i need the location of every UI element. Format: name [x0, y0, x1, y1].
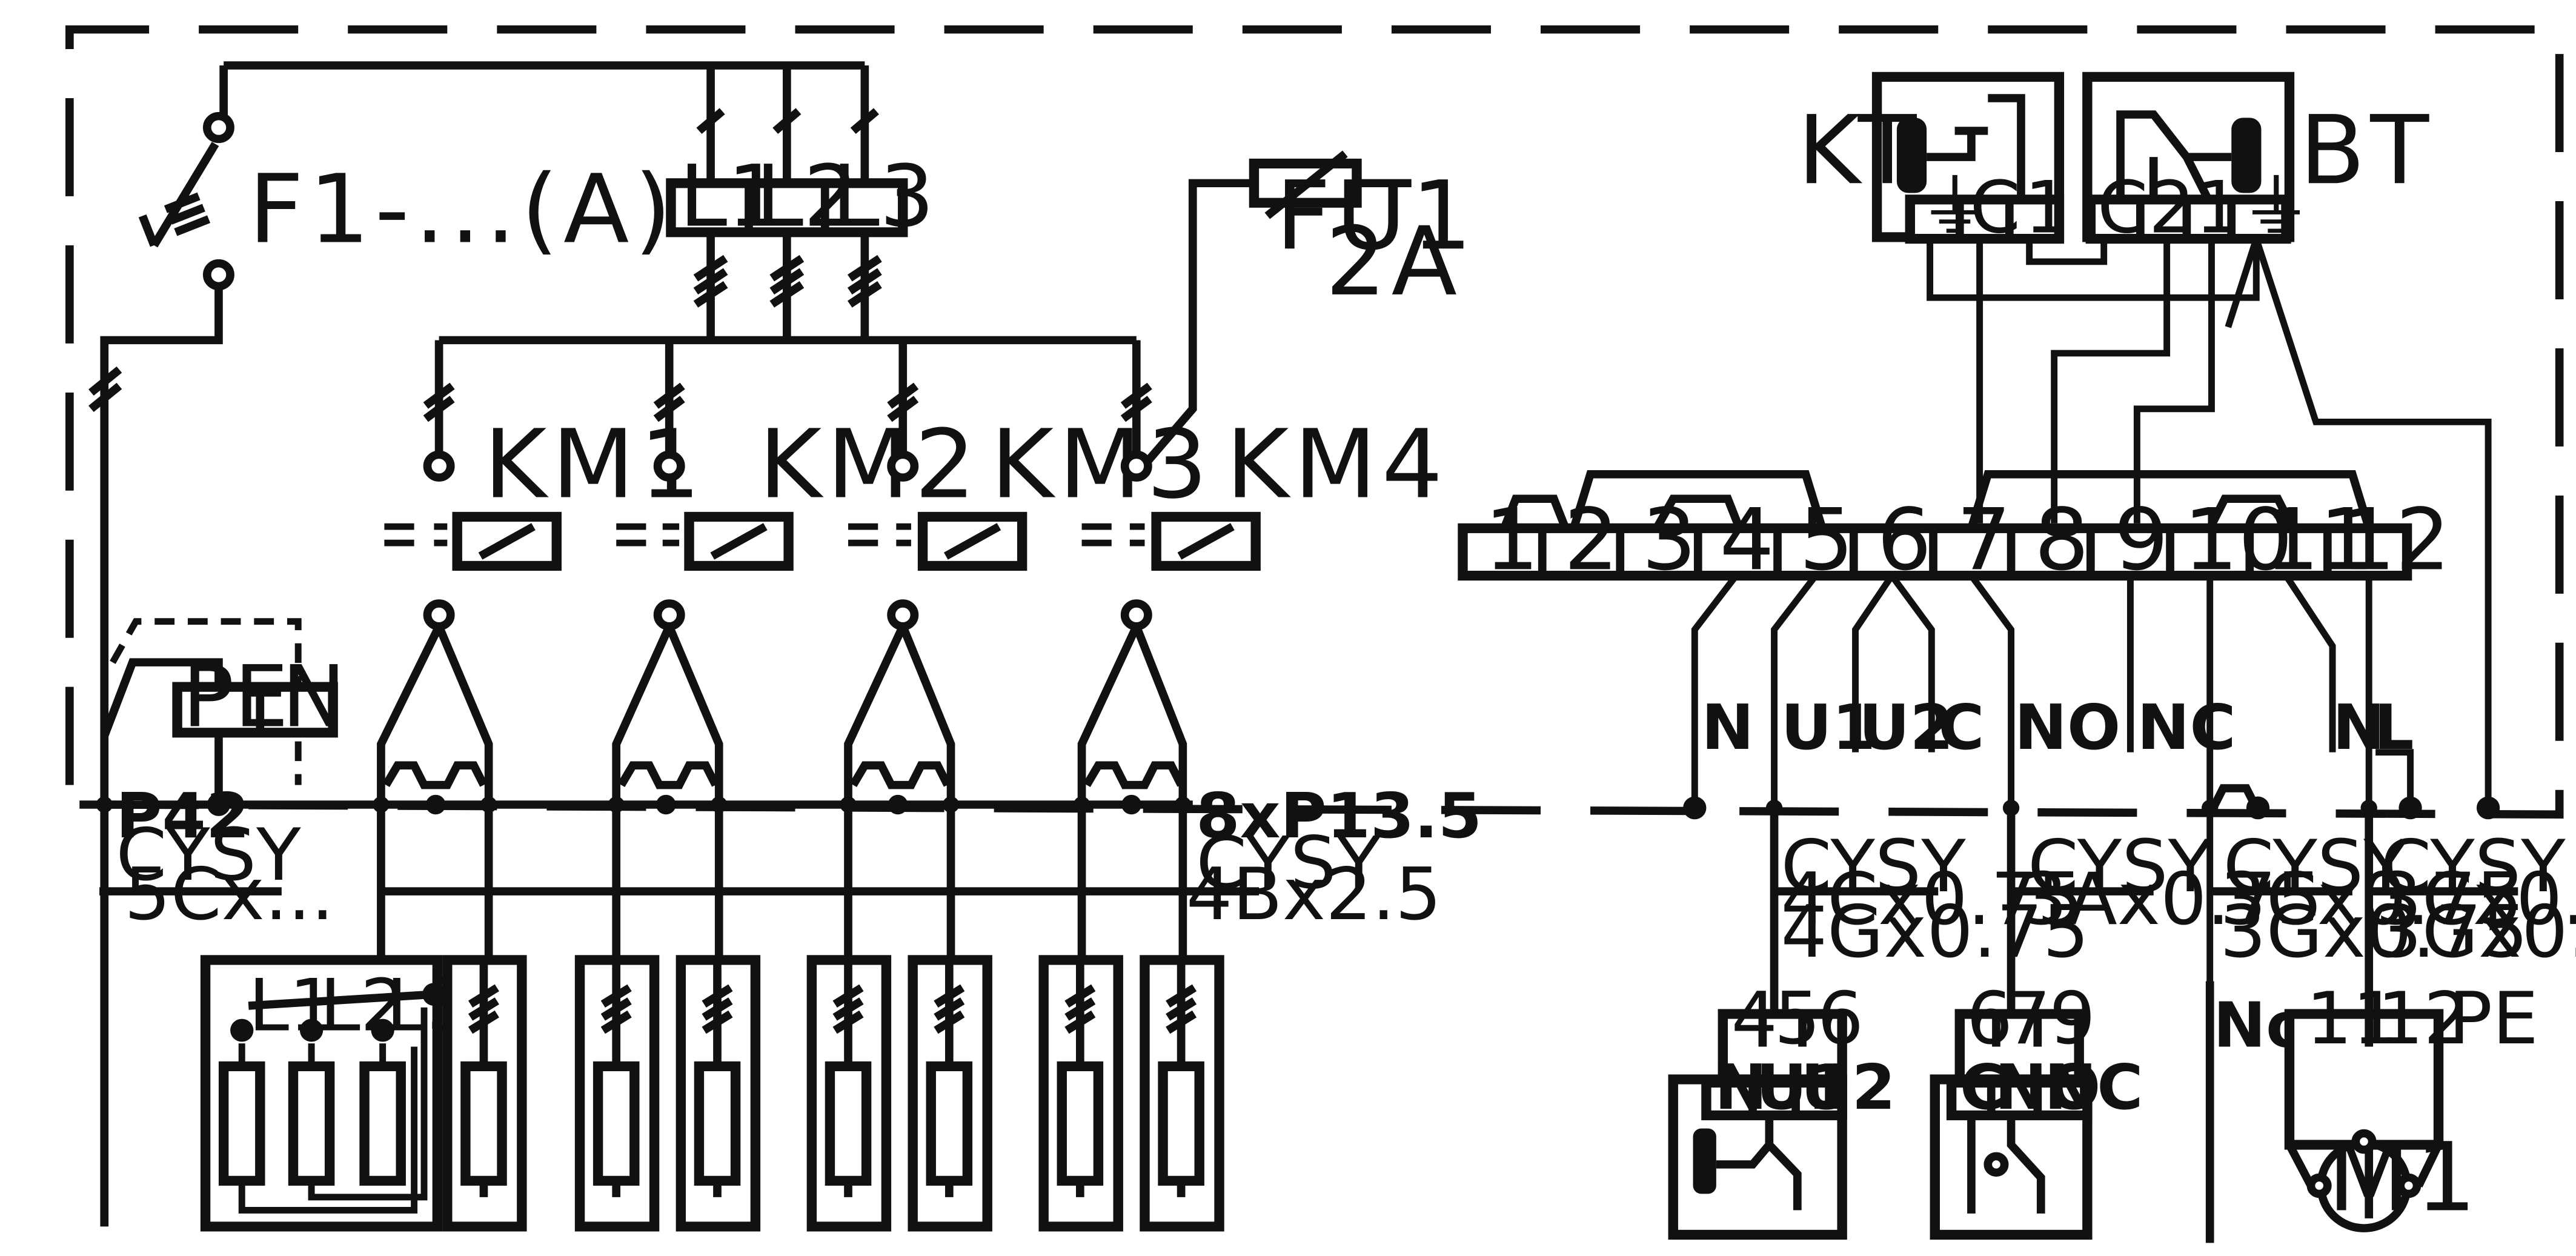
cable-c1-spec2: 4Gx0.75 — [1781, 891, 2089, 974]
strip-terminal-6: 6 — [1877, 491, 1931, 590]
bt-terminal-ground: ⏚ — [2240, 166, 2312, 250]
device1-terminal-n: N — [1715, 1052, 1767, 1124]
device1-terminal-u1: U1 — [1756, 1052, 1851, 1124]
kt-label: KT — [1798, 96, 1922, 206]
cable-c4-spec1: 3Cx0.75 — [2375, 858, 2576, 942]
motor-m1: No 11 12 PE M1 — [2213, 977, 2538, 1233]
kt-terminal-1: 1 — [2024, 166, 2071, 250]
tap-u1: U1 — [1781, 692, 1876, 764]
cable-c1-type: CYSY — [1781, 825, 1966, 909]
device2-number-7: 7 — [2005, 977, 2051, 1061]
tap-l: L — [2374, 692, 2414, 764]
bt-label: BT — [2299, 96, 2434, 206]
fu1-label: FU1 — [1275, 161, 1477, 271]
device1-number-6: 6 — [1817, 977, 1864, 1061]
supply-terminals: L1 L2 L3 — [439, 65, 1137, 345]
strip-terminal-12: 12 — [2341, 491, 2451, 590]
thermostat-wiring — [1927, 238, 2492, 815]
device1-number-5: 5 — [1774, 977, 1821, 1061]
bt-terminal-1: 1 — [2195, 166, 2242, 250]
strip-terminal-2: 2 — [1564, 491, 1618, 590]
tap-n2: N — [2332, 692, 2385, 764]
contactor-km3: KM3 — [844, 340, 1212, 965]
n-terminal: N — [282, 648, 346, 746]
thermostat-bt: C 2 1 ⏚ BT — [2082, 71, 2434, 250]
cable-c2-spec: 3Ax0.75 — [2021, 858, 2323, 942]
thermostat-kt: ⏚ C 1 KT — [1798, 71, 2071, 250]
tap-no: NO — [2014, 692, 2120, 764]
main-breaker-f1: F1-...(A) — [88, 61, 865, 805]
cable-c1-spec1: 4Cx0.75 — [1781, 858, 2083, 942]
device1-terminal-u2: U2 — [1801, 1052, 1896, 1124]
strip-terminal-8: 8 — [2034, 491, 2089, 590]
cable-c4-spec2: 3Gx0.75 — [2375, 891, 2576, 974]
contactor-km2: KM2 — [612, 340, 980, 965]
km4-label: KM4 — [1226, 410, 1447, 520]
strip-terminal-10: 10 — [2183, 491, 2293, 590]
motor-number-12: 12 — [2377, 977, 2470, 1061]
pe-n-terminal-block: PE N — [100, 618, 346, 816]
cable-c3-type: CYSY — [2223, 825, 2409, 909]
f1-label: F1-...(A) — [248, 155, 677, 265]
bt-terminal-2: 2 — [2149, 166, 2196, 250]
motor-pe-label: PE — [2448, 977, 2538, 1061]
fuse-fu1: FU1 2A — [1133, 150, 1477, 477]
device2-terminal-no: NO — [1994, 1052, 2100, 1124]
cable-annotations: CYSY 4Cx0.75 4Gx0.75 CYSY 3Ax0.75 CYSY 3… — [1781, 825, 2576, 974]
busbars: P42 8xP13.5 CYSY 5Cx... CYSY 4Bx2.5 — [79, 780, 1482, 1227]
cable-c2-type: CYSY — [2028, 825, 2213, 909]
cable-heater-type: CYSY — [1196, 822, 1381, 905]
tap-n: N — [1701, 692, 1754, 764]
device-2: 6 7 9 C NO NC — [1930, 977, 2143, 1240]
strip-terminal-5: 5 — [1799, 491, 1854, 590]
device2-number-6: 6 — [1967, 977, 2013, 1061]
terminal-strip: 1 2 3 4 5 6 7 8 9 10 11 12 — [1458, 470, 2451, 590]
bt-terminal-c: C — [2097, 166, 2148, 250]
p13-label: 8xP13.5 — [1196, 780, 1482, 852]
contactor-km4: KM4 — [1077, 340, 1447, 965]
device2-terminal-nc: NC — [2044, 1052, 2143, 1124]
cable-left-spec: 5Cx... — [124, 853, 334, 937]
cable-c4-type: CYSY — [2380, 825, 2566, 909]
cable-c3-spec2: 3Gx0.75 — [2220, 891, 2528, 974]
tap-nc: NC — [2137, 692, 2236, 764]
tap-u2: U2 — [1859, 692, 1954, 764]
km2-label: KM2 — [759, 410, 980, 520]
supply-terminal-l3: L3 — [832, 147, 935, 246]
p42-label: P42 — [116, 780, 250, 852]
kt-terminal-c: C — [1970, 166, 2020, 250]
cable-left-type: CYSY — [116, 814, 301, 897]
supply-hash-marks — [693, 254, 882, 308]
cable-heater-spec: 4Bx2.5 — [1186, 853, 1442, 937]
supply-terminal-l1: L1 — [679, 147, 782, 246]
enclosure-boundary — [65, 25, 2564, 819]
device-1: 4 5 6 N U1 U2 — [1668, 977, 1896, 1240]
motor-number-11: 11 — [2306, 977, 2398, 1061]
supply-terminal-l2: L2 — [755, 147, 858, 246]
device2-terminal-c: C — [1960, 1052, 2006, 1124]
device1-number-4: 4 — [1731, 977, 1778, 1061]
km3-label: KM3 — [991, 410, 1212, 520]
strip-terminal-9: 9 — [2114, 491, 2168, 590]
tap-c: C — [1938, 692, 1984, 764]
strip-terminal-7: 7 — [1956, 491, 2011, 590]
device2-number-9: 9 — [2049, 977, 2096, 1061]
motor-label: M1 — [2328, 1123, 2481, 1233]
kt-terminal-ground: ⏚ — [1918, 166, 1991, 250]
heater-bank: L1 L2 L3 — [200, 955, 1224, 1232]
fu1-rating: 2A — [1326, 207, 1462, 317]
pe-terminal: PE — [182, 648, 289, 746]
cable-c3-spec1: 3Cx0.75 — [2220, 858, 2523, 942]
